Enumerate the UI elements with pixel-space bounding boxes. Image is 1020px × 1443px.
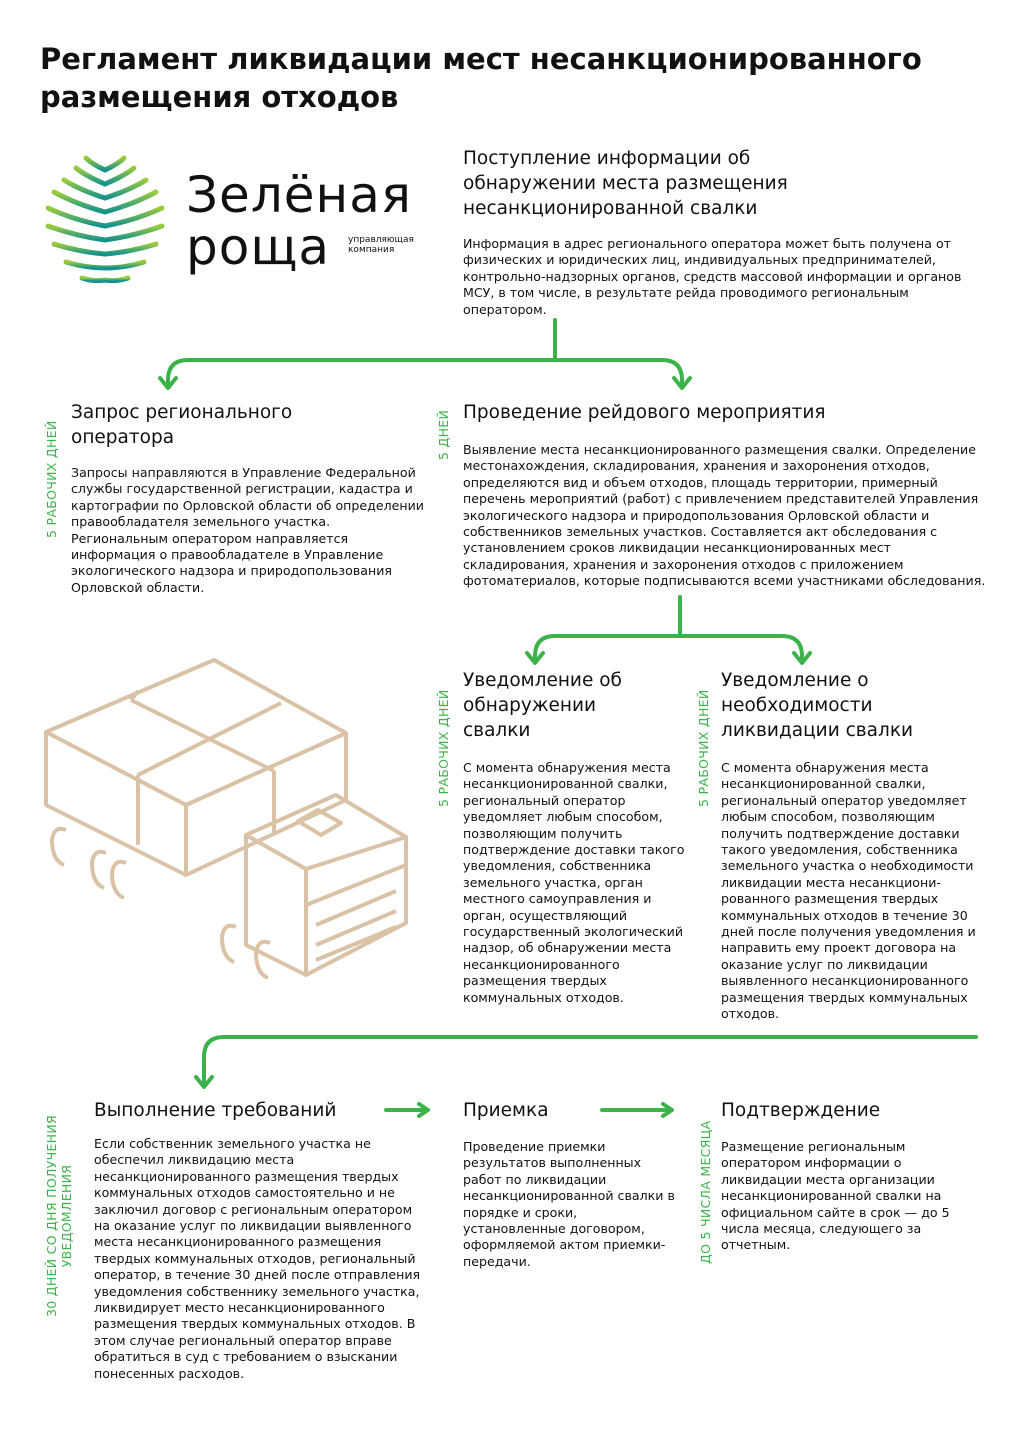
intro-text: Информация в адрес регионального операто…: [463, 236, 962, 317]
raid-text: Выявление места несанкционированного раз…: [463, 442, 986, 589]
acceptance-title: Приемка: [463, 1100, 549, 1121]
raid-title: Проведение рейдового мероприятия: [463, 402, 826, 423]
notice-liquidation-term: 5 РАБОЧИХ ДНЕЙ: [696, 689, 711, 808]
logo-subtitle-line1: управляющая: [348, 235, 414, 245]
confirmation-text: Размещение региональным оператором инфор…: [721, 1139, 950, 1253]
confirmation-title: Подтверждение: [721, 1100, 881, 1121]
request-title: Запрос регионального оператора: [71, 402, 293, 448]
request-term: 5 РАБОЧИХ ДНЕЙ: [44, 420, 59, 539]
notice-found-title: Уведомление об обнаружении свалки: [463, 670, 622, 741]
fulfillment-term-line2: УВЕДОМЛЕНИЯ: [59, 1164, 74, 1268]
fulfillment-term: 30 ДНЕЙ СО ДНЯ ПОЛУЧЕНИЯ УВЕДОМЛЕНИЯ: [44, 1100, 74, 1332]
page-title: Регламент ликвидации мест несанкциониров…: [40, 42, 922, 114]
logo-name-line2: роща: [186, 218, 331, 276]
garbage-truck-illustration: [44, 658, 408, 980]
logo-subtitle-line2: компания: [348, 245, 395, 255]
logo: Зелёная роща управляющая компания: [40, 150, 420, 300]
raid-term: 5 ДНЕЙ: [436, 409, 451, 460]
notice-found-text: С момента обнаружения места несанкционир…: [463, 760, 685, 1005]
confirmation-term: ДО 5 ЧИСЛА МЕСЯЦА: [698, 1120, 713, 1264]
fulfillment-title: Выполнение требований: [94, 1100, 337, 1121]
acceptance-text: Проведение приемки результатов выполненн…: [463, 1139, 675, 1269]
logo-name-line1: Зелёная: [186, 166, 412, 224]
fulfillment-term-line1: 30 ДНЕЙ СО ДНЯ ПОЛУЧЕНИЯ: [44, 1115, 59, 1317]
notice-liquidation-text: С момента обнаружения места несанкционир…: [721, 760, 976, 1022]
notice-found-term: 5 РАБОЧИХ ДНЕЙ: [436, 689, 451, 808]
leaf-icon: [45, 153, 165, 298]
intro-title: Поступление информации об обнаружении ме…: [463, 148, 788, 219]
notice-liquidation-title: Уведомление о необходимости ликвидации с…: [721, 670, 914, 741]
request-text: Запросы направляются в Управление Федера…: [71, 465, 424, 595]
fulfillment-text: Если собственник земельного участка не о…: [94, 1136, 421, 1381]
